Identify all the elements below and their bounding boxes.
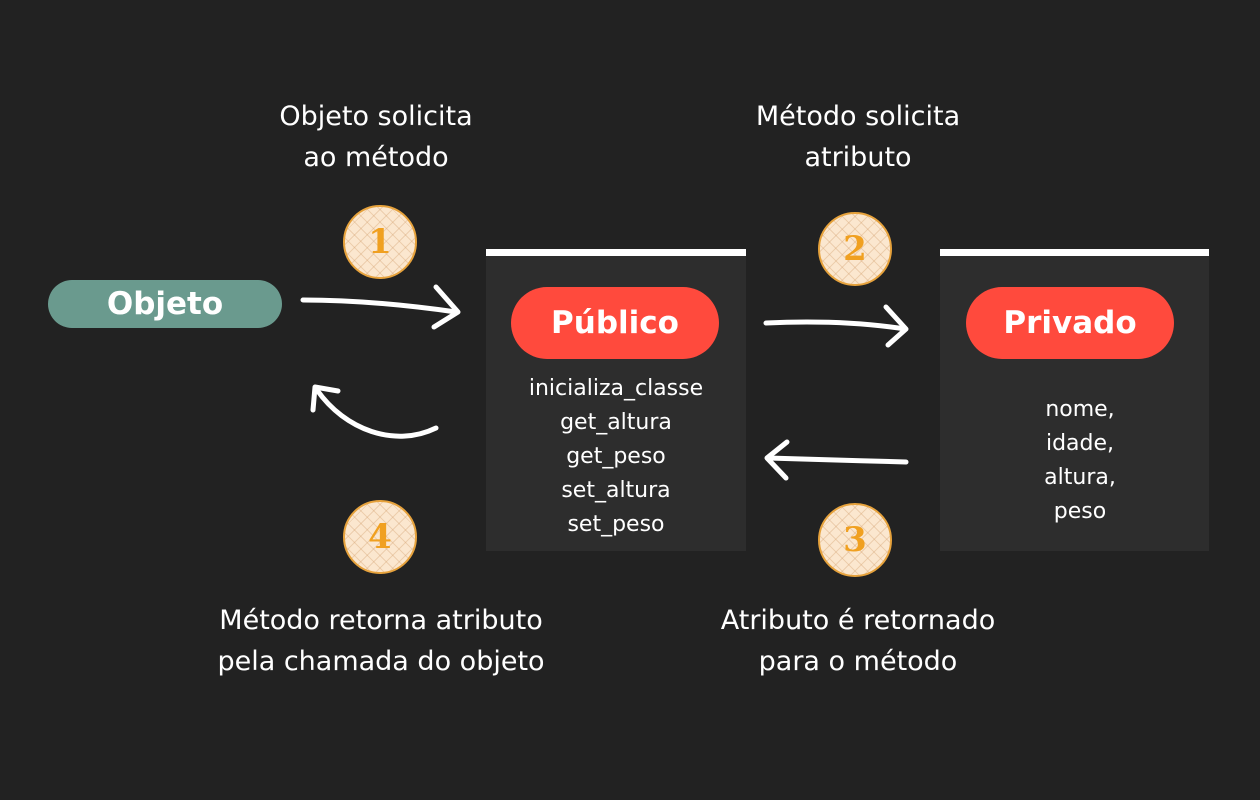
publico-methods-list: inicializa_classe get_altura get_peso se… — [486, 372, 746, 542]
caption-step-4-line-2: pela chamada do objeto — [217, 646, 545, 677]
step-4-badge: 4 — [343, 500, 417, 574]
objeto-node: Objeto — [48, 280, 282, 328]
caption-step-1: Objeto solicita ao método — [256, 96, 496, 178]
privado-attribute: idade, — [1045, 431, 1115, 456]
arrow-publico-to-privado — [763, 304, 909, 348]
privado-attribute: nome, — [1045, 397, 1115, 422]
caption-step-3-line-1: Atributo é retornado — [720, 605, 996, 636]
privado-panel-top-bar — [940, 249, 1209, 256]
caption-step-1-line-1: Objeto solicita — [279, 101, 473, 132]
privado-attribute: peso — [1053, 499, 1107, 524]
caption-step-4: Método retorna atributo pela chamada do … — [196, 600, 566, 682]
step-3-badge: 3 — [818, 503, 892, 577]
arrow-publico-to-objeto — [310, 384, 439, 439]
caption-step-2-line-2: atributo — [804, 142, 912, 173]
publico-method: inicializa_classe — [528, 376, 704, 401]
privado-attributes-list: nome, idade, altura, peso — [940, 393, 1220, 529]
step-1-badge: 1 — [343, 205, 417, 279]
caption-step-3-line-2: para o método — [758, 646, 958, 677]
publico-method: set_altura — [561, 478, 671, 503]
privado-node: Privado — [966, 287, 1174, 359]
caption-step-2: Método solicita atributo — [730, 96, 986, 178]
step-2-badge: 2 — [818, 212, 892, 286]
publico-node: Público — [511, 287, 719, 359]
caption-step-3: Atributo é retornado para o método — [700, 600, 1016, 682]
arrow-objeto-to-publico — [300, 284, 461, 330]
caption-step-1-line-2: ao método — [303, 142, 449, 173]
caption-step-2-line-1: Método solicita — [755, 101, 961, 132]
publico-method: get_peso — [566, 444, 666, 469]
publico-panel-top-bar — [486, 249, 746, 256]
privado-attribute: altura, — [1044, 465, 1116, 490]
publico-method: set_peso — [567, 512, 665, 537]
publico-method: get_altura — [560, 410, 672, 435]
arrow-privado-to-publico — [764, 439, 909, 481]
caption-step-4-line-1: Método retorna atributo — [219, 605, 543, 636]
